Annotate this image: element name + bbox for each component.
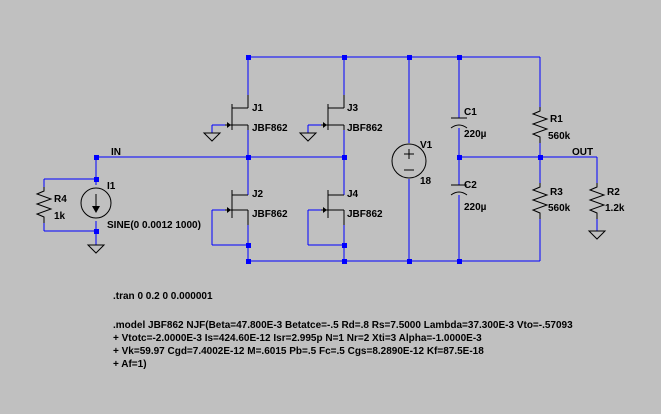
v1-value: 18 [420,176,432,187]
r1-value: 560k [548,131,571,142]
r2-value: 1.2k [605,203,625,214]
c1-value: 220µ [464,129,487,140]
j2-ref: J2 [252,189,264,200]
c2-ref: C2 [464,180,477,191]
r4-value: 1k [54,211,66,222]
c2-value: 220µ [464,202,487,213]
v1-ref: V1 [420,140,433,151]
resistor-r4[interactable]: R4 1k [35,187,67,223]
j4-ref: J4 [347,189,359,200]
junction-dots [94,55,543,264]
resistor-r2[interactable]: R2 1.2k [588,183,625,219]
j4-value: JBF862 [347,209,383,220]
r4-ref: R4 [54,194,67,205]
c1-ref: C1 [464,107,477,118]
j3-ref: J3 [347,103,359,114]
j1-ref: J1 [252,103,264,114]
i1-ref: I1 [107,181,116,192]
capacitor-c2[interactable]: C2 220µ [450,180,487,213]
j3-value: JBF862 [347,123,383,134]
ground-icon [86,244,106,254]
j2-value: JBF862 [252,209,288,220]
j1-value: JBF862 [252,123,288,134]
capacitor-c1[interactable]: C1 220µ [450,107,487,140]
jfet-j3[interactable]: J3 JBF862 [321,95,383,134]
model-directive-line-4[interactable]: + Af=1) [113,359,147,370]
r3-ref: R3 [550,187,563,198]
jfet-j1[interactable]: J1 JBF862 [225,95,288,134]
model-directive-line-2[interactable]: + Vtotc=-2.0000E-3 Is=424.60E-12 Isr=2.9… [113,333,482,344]
net-label-in: IN [111,147,121,158]
model-directive-line-3[interactable]: + Vk=59.97 Cgd=7.4002E-12 M=.6015 Pb=.5 … [113,346,484,357]
model-directive-line-1[interactable]: .model JBF862 NJF(Beta=47.800E-3 Betatce… [113,320,573,331]
tran-directive[interactable]: .tran 0 0.2 0 0.000001 [113,291,213,302]
resistor-r3[interactable]: R3 560k [531,183,571,219]
jfet-j4[interactable]: J4 JBF862 [321,189,383,225]
r2-ref: R2 [607,187,620,198]
ground-icon [298,132,318,142]
net-label-out: OUT [572,147,593,158]
voltage-source-v1[interactable]: V1 18 [391,140,433,187]
r3-value: 560k [548,203,571,214]
ground-icon [202,132,222,142]
resistor-r1[interactable]: R1 560k [531,107,571,143]
r1-ref: R1 [550,114,563,125]
jfet-j2[interactable]: J2 JBF862 [225,189,288,225]
ground-icon [587,230,607,240]
current-source-i1[interactable]: I1 SINE(0 0.0012 1000) [80,181,201,231]
i1-value: SINE(0 0.0012 1000) [107,220,201,231]
wires [43,56,598,262]
